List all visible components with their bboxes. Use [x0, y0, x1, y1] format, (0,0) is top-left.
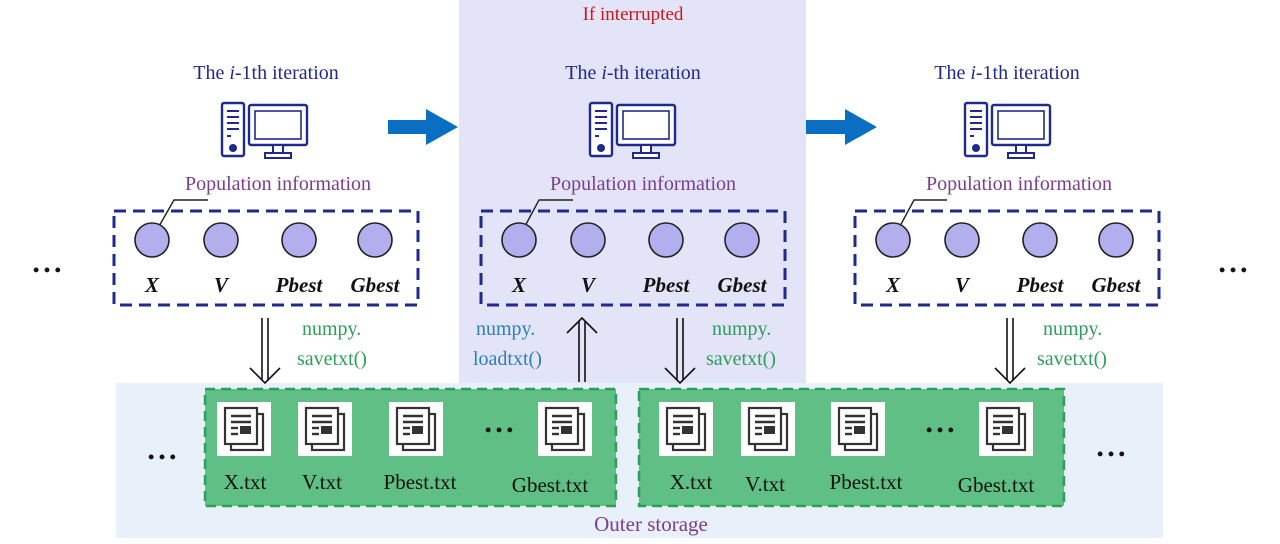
ellipsis: • • • — [926, 420, 954, 440]
node-x — [134, 222, 170, 258]
document-icon — [657, 400, 715, 458]
node-gbest — [1098, 222, 1134, 258]
population-label-1: Population information — [185, 173, 371, 195]
file-label: Pbest.txt — [830, 470, 903, 494]
computer-icon — [220, 101, 309, 160]
leader-line — [157, 199, 208, 229]
file-label: V.txt — [745, 472, 785, 496]
computer-icon — [963, 101, 1052, 160]
numpy-save-label: numpy.savetxt() — [297, 318, 367, 370]
file-label: Gbest.txt — [512, 473, 589, 497]
document-icon — [215, 400, 273, 458]
population-label-3: Population information — [926, 173, 1112, 195]
node-gbest — [357, 222, 393, 258]
document-icon — [829, 400, 887, 458]
node-pbest — [281, 222, 317, 258]
double-arrow-icon — [664, 318, 696, 385]
ellipsis: • • • — [485, 420, 513, 440]
outer-storage-label: Outer storage — [594, 512, 708, 536]
file-label: Pbest.txt — [384, 470, 457, 494]
node-pbest — [1022, 222, 1058, 258]
var-label: Pbest — [275, 273, 324, 297]
var-label: X — [511, 273, 527, 297]
leader-line — [898, 199, 947, 229]
ellipsis: • • • — [1219, 260, 1247, 280]
node-pbest — [648, 222, 684, 258]
document-icon — [536, 400, 594, 458]
interrupt-label: If interrupted — [583, 4, 684, 25]
numpy-save-label: numpy.savetxt() — [1037, 318, 1107, 370]
file-label: V.txt — [302, 470, 342, 494]
var-label: X — [144, 273, 160, 297]
file-label: Gbest.txt — [958, 473, 1035, 497]
var-label: V — [955, 273, 971, 297]
node-v — [944, 222, 980, 258]
node-x — [501, 222, 537, 258]
document-icon — [296, 400, 354, 458]
ellipsis: • • • — [148, 447, 176, 467]
document-icon — [977, 400, 1035, 458]
document-icon — [387, 400, 445, 458]
population-label-2: Population information — [550, 173, 736, 195]
population-box-2 — [479, 209, 787, 307]
right-arrow-icon — [806, 109, 877, 145]
node-gbest — [724, 222, 760, 258]
leader-line — [523, 199, 573, 229]
var-label: Gbest — [1092, 273, 1142, 297]
var-label: Gbest — [351, 273, 401, 297]
node-x — [875, 222, 911, 258]
var-label: Gbest — [718, 273, 768, 297]
double-arrow-icon — [566, 316, 598, 382]
var-label: Pbest — [1016, 273, 1065, 297]
numpy-load-label: numpy.loadtxt() — [473, 318, 542, 370]
var-label: X — [885, 273, 901, 297]
double-arrow-icon — [249, 318, 281, 385]
file-label: X.txt — [224, 470, 267, 494]
iteration-title-3: The i-1th iteration — [934, 62, 1080, 84]
population-box-3 — [853, 209, 1161, 307]
file-label: X.txt — [670, 470, 713, 494]
right-arrow-icon — [388, 109, 458, 145]
numpy-save-label: numpy.savetxt() — [706, 318, 776, 370]
interrupted-panel — [459, 0, 806, 392]
document-icon — [739, 400, 797, 458]
iteration-title-2: The i-th iteration — [565, 62, 701, 84]
ellipsis: • • • — [33, 260, 61, 280]
ellipsis: • • • — [1097, 444, 1125, 464]
double-arrow-icon — [994, 318, 1026, 385]
node-v — [203, 222, 239, 258]
iteration-title-1: The i-1th iteration — [193, 62, 339, 84]
var-label: V — [214, 273, 230, 297]
node-v — [570, 222, 606, 258]
var-label: Pbest — [642, 273, 691, 297]
population-box-1 — [112, 209, 420, 307]
var-label: V — [581, 273, 597, 297]
